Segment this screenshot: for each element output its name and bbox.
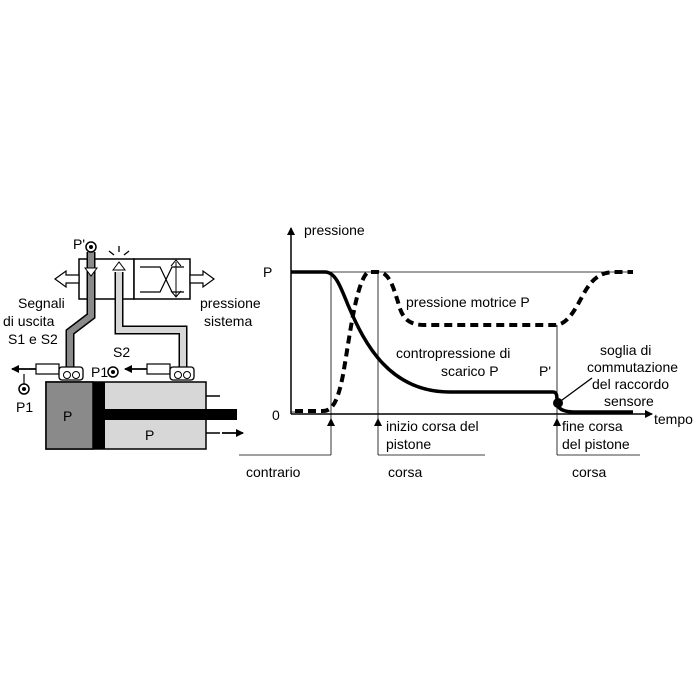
y-tick-zero: 0 xyxy=(272,407,280,423)
bottom-label-contrario: contrario xyxy=(246,464,301,480)
drive-pressure-curve xyxy=(295,270,633,413)
exhaust-label-line1: contropressione di xyxy=(396,345,510,361)
y-axis-label: pressione xyxy=(304,222,365,238)
label-s2: S2 xyxy=(113,344,130,360)
flash-indicator-icon xyxy=(108,246,130,256)
x-axis-label: tempo xyxy=(654,411,693,427)
system-pressure-label-line2: sistema xyxy=(204,313,252,329)
stroke-end-label-line2: del pistone xyxy=(562,436,630,452)
label-p1: P1 xyxy=(16,399,33,415)
left-label-p-prime: P' xyxy=(73,236,85,252)
sensor-fitting-s2 xyxy=(107,363,195,381)
threshold-label-line1: soglia di xyxy=(600,342,651,358)
dark-pressure-line xyxy=(65,241,98,372)
threshold-label-line4: sensore xyxy=(604,393,654,409)
exhaust-backpressure-curve xyxy=(291,270,633,414)
stroke-end-label-line1: fine corsa xyxy=(562,418,623,434)
threshold-label-line3: del raccordo xyxy=(592,376,669,392)
y-tick-p: P xyxy=(263,264,272,280)
bottom-label-corsa-2: corsa xyxy=(572,464,606,480)
label-p1-small: P1 xyxy=(91,364,108,380)
sensor-fitting-s1 xyxy=(11,363,84,395)
signals-label-line3: S1 e S2 xyxy=(8,331,58,347)
stroke-start-label-line1: inizio corsa del xyxy=(386,418,479,434)
light-exhaust-line xyxy=(108,246,188,372)
signals-label-line1: Segnali xyxy=(18,295,65,311)
label-right-chamber-p: P xyxy=(145,427,154,443)
stroke-start-label-line2: pistone xyxy=(386,436,431,452)
valve-cylinder-schematic: P' Segnali di uscita S1 e S2 pressione s… xyxy=(3,236,261,450)
signals-label-line2: di uscita xyxy=(3,313,55,329)
pneumatic-cylinder xyxy=(45,381,244,450)
directional-valve xyxy=(53,258,216,300)
bottom-label-corsa-1: corsa xyxy=(388,464,422,480)
label-left-chamber-p: P xyxy=(63,408,72,424)
pressure-time-graph: pressione tempo P 0 pressione motrice P … xyxy=(239,222,693,480)
system-pressure-label-line1: pressione xyxy=(200,295,261,311)
drive-pressure-label: pressione motrice P xyxy=(406,294,530,310)
threshold-label-line2: commutazione xyxy=(587,359,678,375)
exhaust-label-line2: scarico P xyxy=(441,363,499,379)
graph-label-p-prime: P' xyxy=(539,363,551,379)
